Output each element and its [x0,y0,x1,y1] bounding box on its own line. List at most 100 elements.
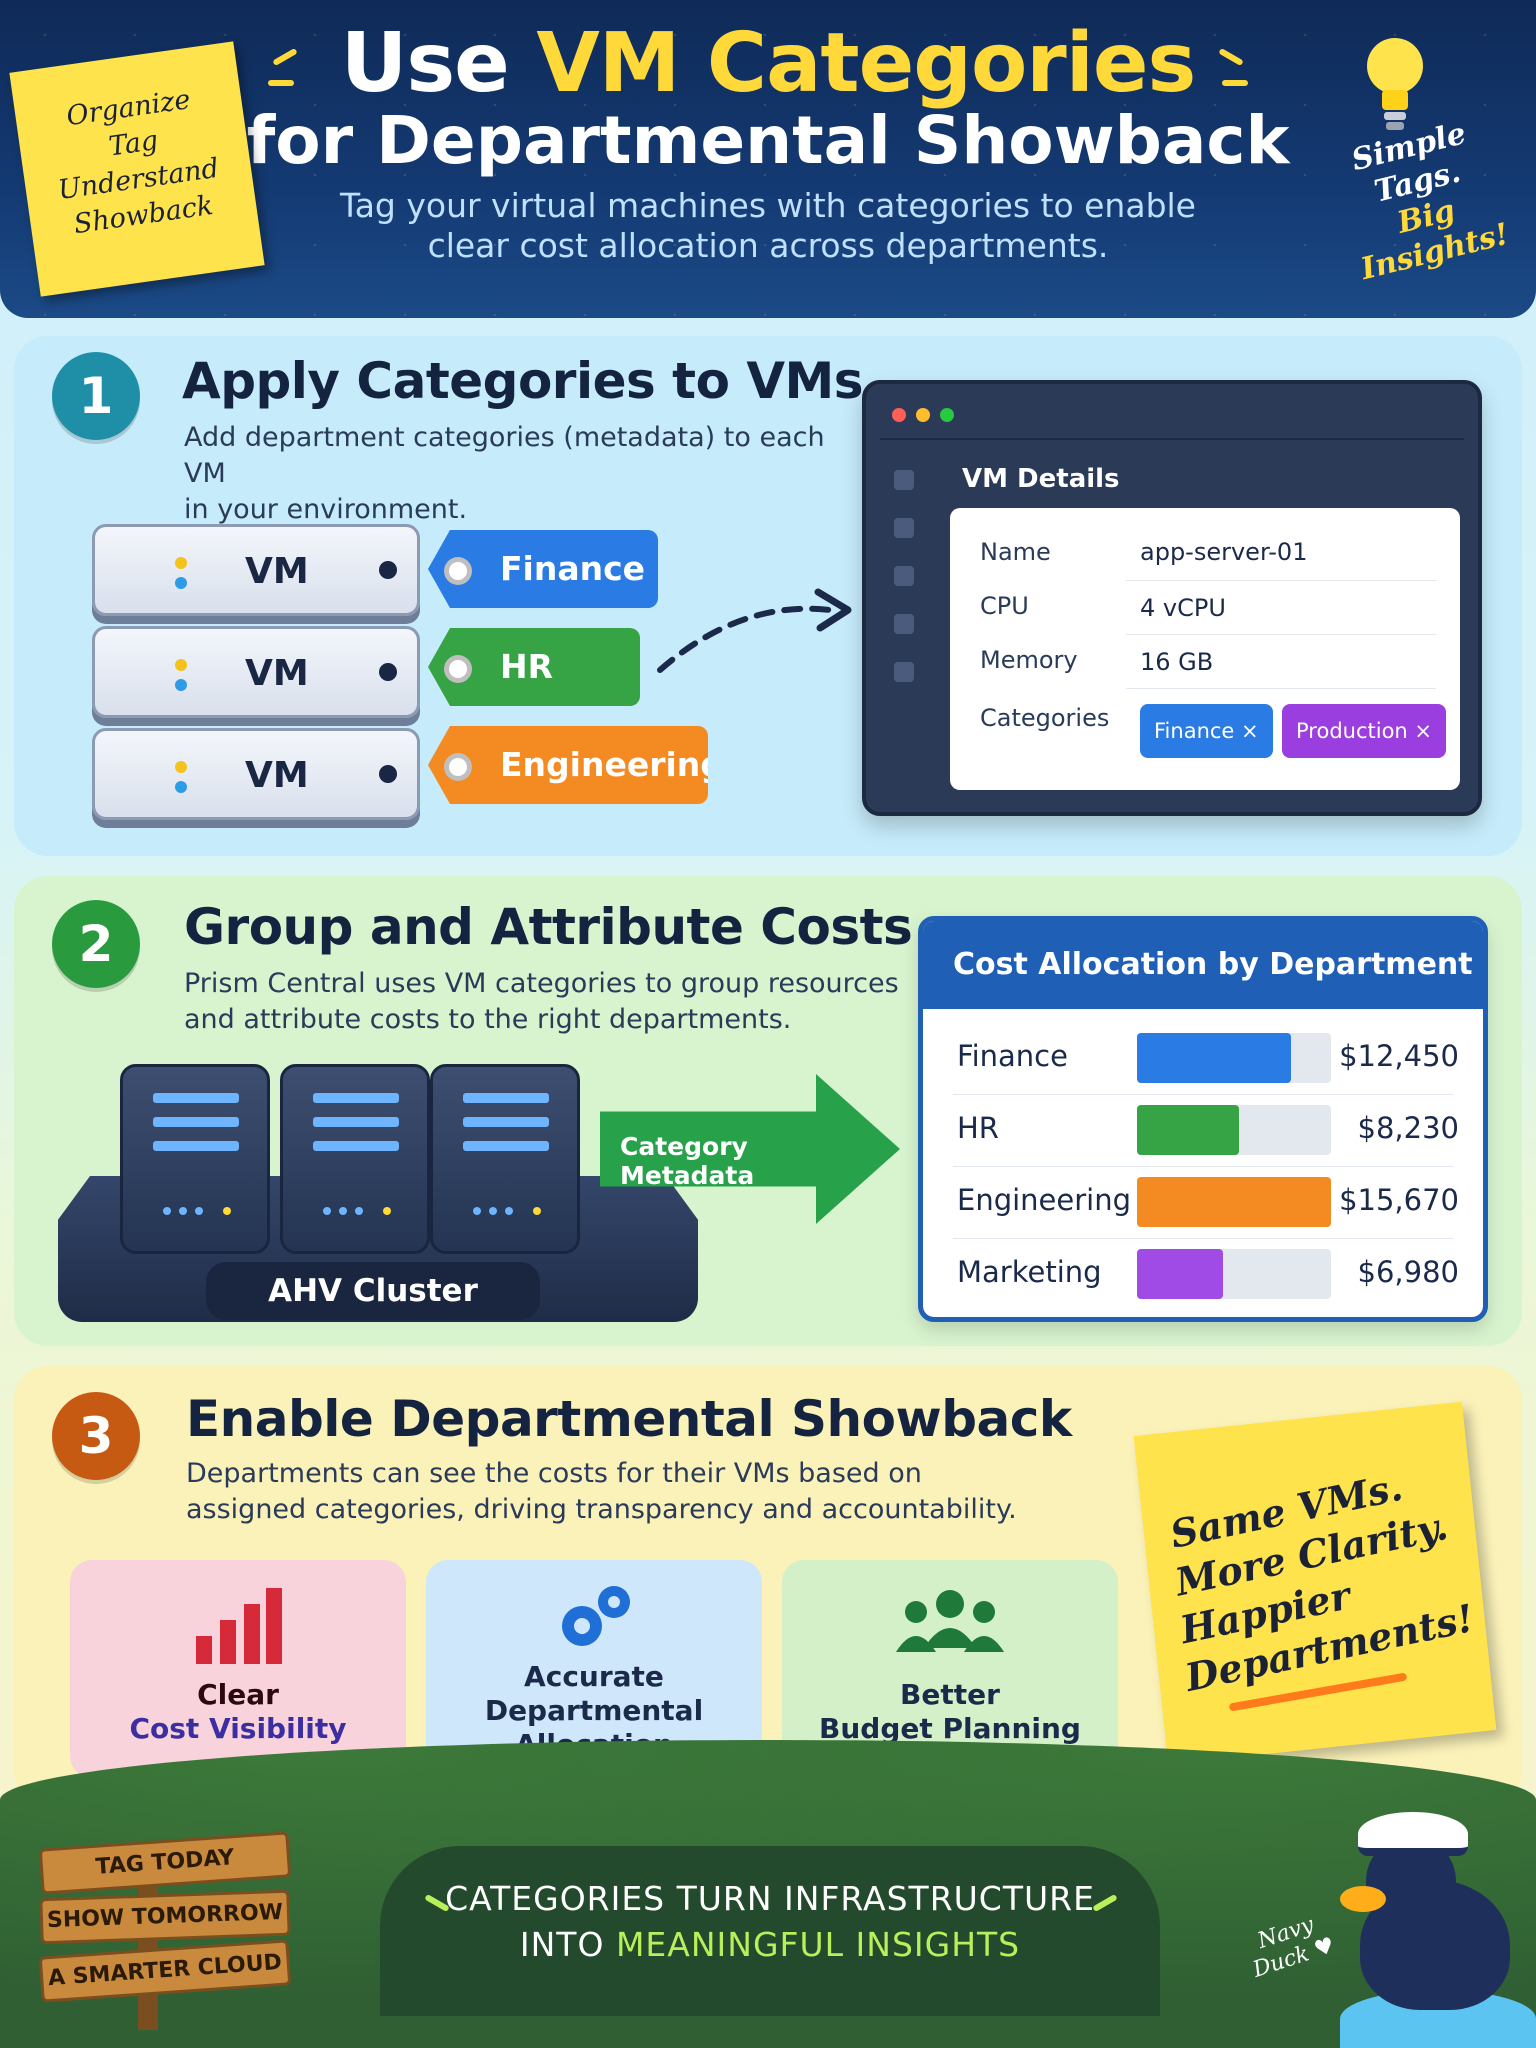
cost-category-label: Finance [957,1039,1068,1073]
cost-bar [1137,1105,1239,1155]
server-led [179,1207,187,1215]
server-led [383,1207,391,1215]
server-slot [463,1117,549,1127]
step-number-badge: 3 [52,1392,140,1480]
vm-label: VM [245,653,309,694]
vm-box: VM [92,626,420,718]
cost-amount-label: $15,670 [1339,1183,1459,1217]
category-tag-finance: Finance [428,530,658,608]
vm-label: VM [245,755,309,796]
row-divider [1126,688,1436,689]
benefit-line: Better [900,1678,1000,1711]
field-label: Memory [980,646,1078,674]
field-value: app-server-01 [1140,538,1308,566]
benefit-card-cost-visibility: Clear Cost Visibility [70,1560,406,1778]
row-divider [953,1094,1453,1095]
step-title: Enable Departmental Showback [186,1390,1072,1448]
server-slot [153,1093,239,1103]
status-led [175,557,187,569]
server-led [163,1207,171,1215]
dashed-arrow-icon [657,588,852,673]
server-slot [313,1117,399,1127]
power-indicator [379,765,397,783]
cost-category-label: HR [957,1111,999,1145]
server-led [223,1207,231,1215]
cost-amount-label: $8,230 [1357,1111,1459,1145]
field-value: 4 vCPU [1140,594,1226,622]
row-divider [953,1238,1453,1239]
desc-line: assigned categories, driving transparenc… [186,1494,1017,1525]
cluster-label: AHV Cluster [206,1262,540,1320]
vm-label: VM [245,551,309,592]
category-tag-hr: HR [428,628,640,706]
server-slot [153,1117,239,1127]
field-label: Categories [980,704,1110,732]
desc-line: and attribute costs to the right departm… [184,1004,792,1035]
cost-bar [1137,1177,1331,1227]
field-value: 16 GB [1140,648,1214,676]
spark-decoration [268,80,294,86]
server-led [489,1207,497,1215]
subtitle-line: clear cost allocation across departments… [427,226,1109,265]
team-icon [896,1590,1004,1652]
server-icon [430,1064,580,1254]
step-description: Departments can see the costs for their … [186,1456,1086,1528]
window-divider [880,438,1464,440]
step-number-badge: 2 [52,900,140,988]
sidebar-icon[interactable] [894,566,914,586]
window-maximize-dot[interactable] [940,408,954,422]
status-led [175,761,187,773]
cost-bar-track [1137,1177,1331,1227]
field-label: CPU [980,592,1029,620]
footer-line: CATEGORIES TURN INFRASTRUCTURE [445,1879,1095,1918]
power-indicator [379,663,397,681]
cost-amount-label: $12,450 [1339,1039,1459,1073]
server-led [323,1207,331,1215]
category-chip-finance[interactable]: Finance × [1140,704,1273,758]
cost-bar [1137,1249,1223,1299]
cost-bar-track [1137,1249,1331,1299]
subtitle-line: Tag your virtual machines with categorie… [340,186,1196,225]
step-number-badge: 1 [52,352,140,440]
lightbulb-icon [1367,38,1423,130]
gears-icon [562,1586,630,1646]
category-chip-production[interactable]: Production × [1282,704,1446,758]
row-divider [1126,580,1436,581]
benefit-line: Departmental [484,1694,704,1727]
benefit-line: Accurate [524,1660,664,1693]
server-led [355,1207,363,1215]
cost-category-label: Marketing [957,1255,1102,1289]
sidebar-icon[interactable] [894,470,914,490]
benefit-line: Clear [197,1678,279,1711]
status-led [175,781,187,793]
signpost-board: SHOW TOMORROW [39,1889,291,1945]
sidebar-icon[interactable] [894,518,914,538]
footer-line-white: INTO [519,1925,616,1964]
benefit-line: Budget Planning [819,1712,1081,1745]
sailor-hat-icon [1358,1812,1468,1856]
sidebar-icon[interactable] [894,662,914,682]
window-close-dot[interactable] [892,408,906,422]
arrow-label: Category Metadata [620,1132,755,1190]
category-tag-engineering: Engineering [428,726,708,804]
sticky-note-left: Organize Tag Understand Showback [9,41,265,297]
vm-details-window: VM Details Name app-server-01 CPU 4 vCPU… [862,380,1482,816]
spark-decoration [1222,80,1248,86]
cost-bar-track [1137,1033,1331,1083]
footer-line-green: MEANINGFUL INSIGHTS [615,1925,1021,1964]
server-slot [463,1093,549,1103]
cost-bar-track [1137,1105,1331,1155]
footer-message: CATEGORIES TURN INFRASTRUCTURE INTO MEAN… [380,1876,1160,1968]
step-description: Add department categories (metadata) to … [184,420,864,528]
window-minimize-dot[interactable] [916,408,930,422]
status-led [175,679,187,691]
status-led [175,659,187,671]
step-description: Prism Central uses VM categories to grou… [184,966,904,1038]
card-title: Cost Allocation by Department [953,947,1473,982]
bar-chart-icon [196,1588,282,1664]
field-label: Name [980,538,1051,566]
sidebar-icon[interactable] [894,614,914,634]
desc-line: Prism Central uses VM categories to grou… [184,968,899,999]
row-divider [953,1166,1453,1167]
vm-box: VM [92,728,420,820]
